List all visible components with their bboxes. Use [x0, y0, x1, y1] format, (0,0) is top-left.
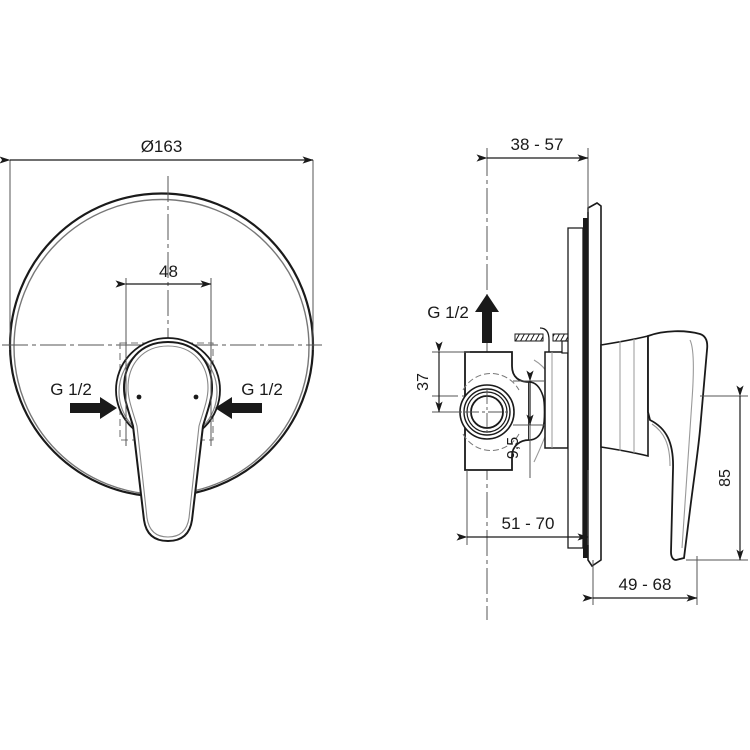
lever-handle-outline — [122, 340, 214, 543]
dimension-cartridge-width — [115, 278, 212, 446]
dimension-plate-diameter — [0, 156, 314, 350]
handle-base-cone — [600, 334, 649, 458]
cartridge-neck — [528, 381, 546, 441]
label-body-depth: 51 - 70 — [502, 514, 555, 533]
side-view — [432, 148, 748, 620]
dimension-plate-depth — [582, 556, 698, 605]
screw-dot-left — [136, 394, 142, 400]
port-hidden-arc-bottom — [462, 433, 520, 451]
front-view — [0, 156, 322, 543]
dimension-projection — [476, 148, 589, 212]
label-lever-height: 85 — [717, 469, 734, 487]
cartridge-housing — [544, 351, 569, 449]
lever-profile — [647, 330, 709, 561]
label-cartridge-width: 48 — [159, 262, 178, 281]
label-body-height: 37 — [415, 373, 432, 391]
escutcheon-plate-profile — [587, 202, 602, 568]
thread-rod-left — [514, 333, 544, 342]
dimension-body-height — [432, 341, 470, 413]
label-inlet-left: G 1/2 — [50, 380, 92, 399]
label-inlet-top: G 1/2 — [427, 303, 469, 322]
port-hidden-arc-top — [462, 373, 520, 391]
label-projection: 38 - 57 — [511, 135, 564, 154]
inlet-top-arrow-icon — [475, 294, 499, 343]
dimension-inlet-offset — [513, 370, 545, 478]
escutcheon-backplate — [567, 227, 584, 549]
label-inlet-right: G 1/2 — [241, 380, 283, 399]
thread-bracket — [539, 327, 550, 352]
escutcheon-plate-shadow — [583, 218, 588, 558]
inlet-left-arrow-icon — [70, 397, 117, 419]
inlet-right-arrow-icon — [215, 397, 262, 419]
lever-profile-underline — [651, 423, 671, 467]
dimension-body-depth — [456, 470, 589, 545]
lever-handle-inner — [127, 345, 209, 538]
lever-profile-highlight — [681, 339, 694, 549]
label-plate-diameter: Ø163 — [141, 137, 183, 156]
dimension-lever-height — [686, 385, 748, 561]
label-plate-depth: 49 - 68 — [619, 575, 672, 594]
label-inlet-offset: 9,5 — [505, 437, 522, 459]
screw-dot-right — [193, 394, 199, 400]
